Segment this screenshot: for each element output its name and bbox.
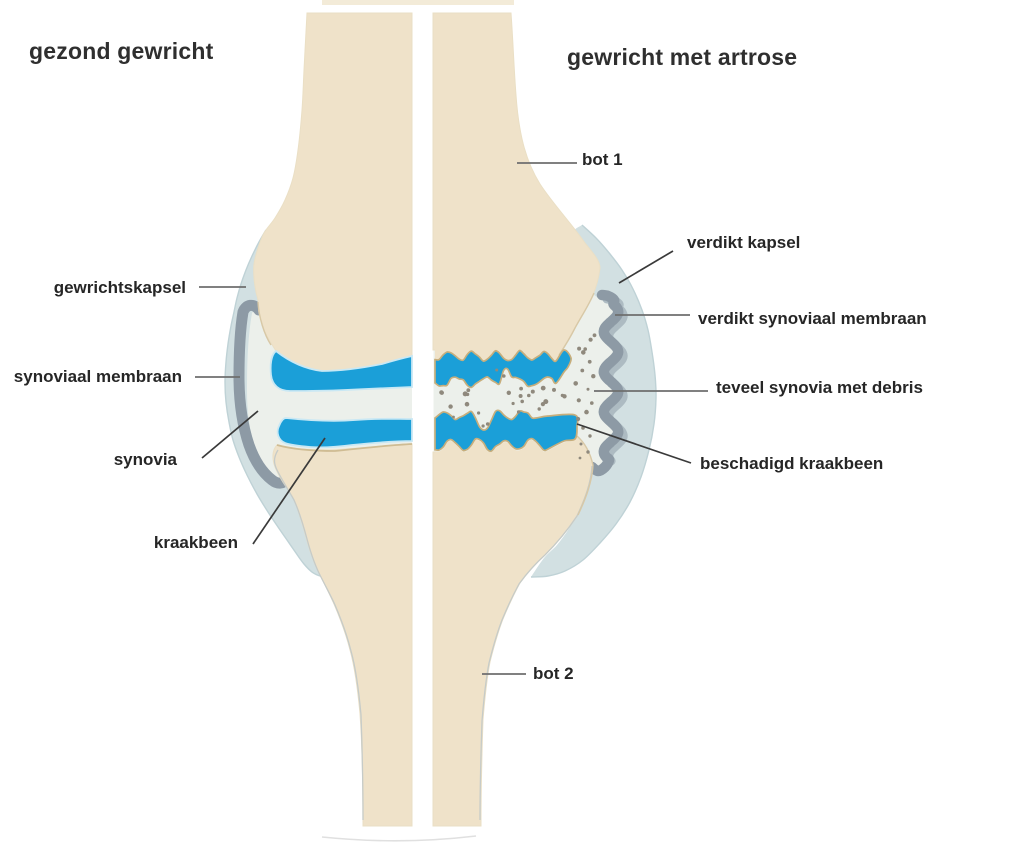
- label-bot-1: bot 1: [582, 150, 623, 169]
- bottom-shadow: [321, 835, 477, 842]
- debris-dots: [439, 333, 597, 460]
- beschadigd-kraakbeen-line: [576, 423, 692, 464]
- tibia-fringe-right: [435, 440, 577, 457]
- label-verdikt-synoviaal-membraan: verdikt synoviaal membraan: [698, 309, 927, 328]
- tibia-edge-line-left: [276, 443, 413, 452]
- cartilage-top-left: [269, 349, 413, 392]
- cartilage-bottom-left: [276, 417, 413, 449]
- femur-edge-line-left: [257, 301, 272, 346]
- stem-edge-line-right: [479, 465, 593, 821]
- bone-tibia-right: [432, 435, 594, 827]
- bone-femur-left: [253, 12, 413, 372]
- joint-capsule-right-edge: [530, 224, 657, 578]
- tibia-edge-line-right: [576, 435, 594, 516]
- label-teveel-synovia: teveel synovia met debris: [716, 378, 923, 397]
- joint-capsule-left-edge: [224, 229, 326, 578]
- joint-capsule-left: [225, 230, 325, 577]
- femur-edge-line-right: [558, 292, 595, 356]
- top-crop-artifact: [322, 0, 514, 5]
- label-gewrichtskapsel: gewrichtskapsel: [53, 278, 186, 297]
- synovia-line: [201, 410, 259, 459]
- label-beschadigd-kraakbeen: beschadigd kraakbeen: [700, 454, 884, 473]
- healthy-joint-illustration: [224, 12, 413, 827]
- synovial-membrane-left: [233, 299, 294, 489]
- kraakbeen-line: [252, 437, 326, 545]
- stem-edge-line-left: [273, 449, 364, 821]
- label-lines: [195, 162, 708, 675]
- damaged-cartilage-top-right: [434, 349, 572, 389]
- label-verdikt-kapsel: verdikt kapsel: [687, 233, 801, 252]
- right-panel-title: gewricht met artrose: [567, 44, 798, 70]
- damaged-cartilage-bottom-right: [434, 409, 579, 453]
- arthritic-joint-illustration: [432, 12, 657, 827]
- verdikt-kapsel-line: [618, 250, 674, 284]
- synovial-membrane-right: [586, 289, 624, 477]
- label-synovia: synovia: [113, 450, 177, 469]
- left-panel-title: gezond gewricht: [29, 38, 214, 64]
- label-kraakbeen: kraakbeen: [153, 533, 238, 552]
- label-bot-2: bot 2: [533, 664, 574, 683]
- label-synoviaal-membraan: synoviaal membraan: [13, 367, 182, 386]
